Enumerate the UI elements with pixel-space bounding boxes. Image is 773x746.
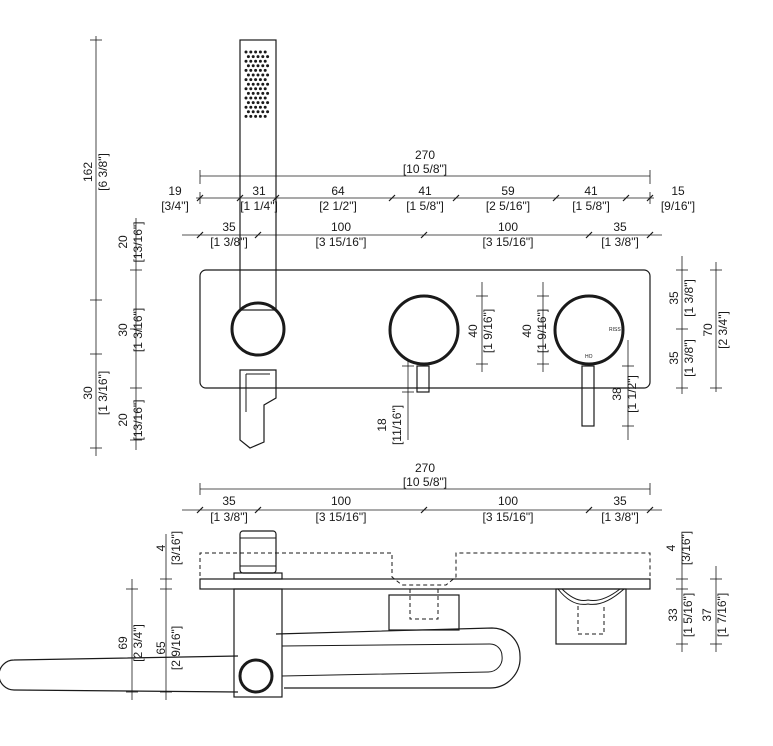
seg-7-inch: [9/16"] xyxy=(661,199,695,213)
bottom-spacing-3-inch: [3 15/16"] xyxy=(483,510,534,524)
left-stack-2-inch: [1 3/16"] xyxy=(131,308,145,352)
holder-cylinder xyxy=(239,530,277,574)
bottom-spacing-2-inch: [3 15/16"] xyxy=(316,510,367,524)
spacing-2-mm: 100 xyxy=(331,220,351,234)
left-stack-1-inch: [13/16"] xyxy=(131,222,145,263)
knob-mark-hot: RISS xyxy=(609,327,621,333)
top-overall-inch: [10 5/8"] xyxy=(403,162,447,176)
depth-33-mm: 33 xyxy=(666,608,680,622)
plate-right-mm: 4 xyxy=(664,544,678,551)
height-162-inch: [6 3/8"] xyxy=(96,153,110,191)
connector-knob xyxy=(238,658,274,694)
depth-33-inch: [1 5/16"] xyxy=(681,593,695,637)
spacing-2-inch: [3 15/16"] xyxy=(316,235,367,249)
hose-loop xyxy=(275,627,521,689)
spacing-1-inch: [1 3/8"] xyxy=(210,235,248,249)
front-elevation: RISS HO xyxy=(199,39,651,449)
seg-5-inch: [2 5/16"] xyxy=(486,199,530,213)
right-total-inch: [2 3/4"] xyxy=(716,311,730,349)
seg-1-mm: 19 xyxy=(168,184,182,198)
right-half-2-inch: [1 3/8"] xyxy=(682,339,696,377)
spacing-4-mm: 35 xyxy=(613,220,627,234)
spacing-3-inch: [3 15/16"] xyxy=(483,235,534,249)
lever-drop-mm: 18 xyxy=(375,418,389,432)
top-dimension-labels: 270 [10 5/8"] 19 [3/4"] 31 [1 1/4"] 64 [… xyxy=(81,148,730,445)
left-stack-4-mm: 20 xyxy=(116,413,130,427)
thermostat-knob xyxy=(553,294,625,366)
faceplate xyxy=(199,269,651,389)
bottom-spacing-4-inch: [1 3/8"] xyxy=(601,510,639,524)
bottom-overall-mm: 270 xyxy=(415,461,435,475)
left-stack-3-inch: [1 3/16"] xyxy=(96,371,110,415)
bottom-spacing-2-mm: 100 xyxy=(331,494,351,508)
bottom-spacing-3-mm: 100 xyxy=(498,494,518,508)
spacing-4-inch: [1 3/8"] xyxy=(601,235,639,249)
left-stack-2-mm: 30 xyxy=(116,323,130,337)
plate-right-inch: [3/16"] xyxy=(679,531,693,565)
depth-37-inch: [1 7/16"] xyxy=(715,593,729,637)
thermostat-body xyxy=(555,588,627,645)
seg-2-mm: 31 xyxy=(252,184,266,198)
left-stack-4-inch: [13/16"] xyxy=(131,400,145,441)
hand-shower-spray-holes xyxy=(244,50,270,118)
left-stack-3-mm: 30 xyxy=(81,386,95,400)
diverter-knob xyxy=(388,294,460,366)
spacing-3-mm: 100 xyxy=(498,220,518,234)
knob-dia-middle-inch: [1 9/16"] xyxy=(481,309,495,353)
plate-left-inch: [3/16"] xyxy=(169,531,183,565)
bottom-dimension-labels: 270 [10 5/8"] 35 [1 3/8"] 100 [3 15/16"]… xyxy=(116,461,729,670)
spout-69-mm: 69 xyxy=(116,636,130,650)
seg-1-inch: [3/4"] xyxy=(161,199,189,213)
seg-4-mm: 41 xyxy=(418,184,432,198)
right-total-mm: 70 xyxy=(701,323,715,337)
knob-dia-right-mm: 40 xyxy=(520,324,534,338)
seg-2-inch: [1 1/4"] xyxy=(240,199,278,213)
hand-shower-wand xyxy=(239,39,277,311)
diverter-body xyxy=(388,594,460,631)
hose-outlet-inner xyxy=(245,373,270,412)
concealed-box-outline xyxy=(199,552,651,586)
thermostat-cup xyxy=(557,588,625,605)
spacing-1-mm: 35 xyxy=(222,220,236,234)
left-stack-1-mm: 20 xyxy=(116,235,130,249)
top-plan-view xyxy=(0,530,651,698)
seg-3-mm: 64 xyxy=(331,184,345,198)
seg-7-mm: 15 xyxy=(671,184,685,198)
seg-6-mm: 41 xyxy=(584,184,598,198)
bottom-dimension-lines xyxy=(126,483,722,700)
top-dimension-lines xyxy=(90,36,722,456)
faceplate-side xyxy=(199,578,651,590)
bottom-overall-inch: [10 5/8"] xyxy=(403,475,447,489)
top-overall-mm: 270 xyxy=(415,148,435,162)
spout-65-inch: [2 9/16"] xyxy=(169,626,183,670)
holder-knob xyxy=(230,301,286,357)
knob-dia-middle-mm: 40 xyxy=(466,324,480,338)
hose-outlet xyxy=(239,369,277,449)
thermostat-lever xyxy=(581,365,595,427)
right-half-2-mm: 35 xyxy=(667,351,681,365)
knob-dia-right-inch: [1 9/16"] xyxy=(535,309,549,353)
spout-65-mm: 65 xyxy=(154,641,168,655)
seg-4-inch: [1 5/8"] xyxy=(406,199,444,213)
right-half-1-inch: [1 3/8"] xyxy=(682,279,696,317)
diverter-lever xyxy=(416,365,430,393)
knob-mark-cold: HO xyxy=(585,354,593,360)
seg-3-inch: [2 1/2"] xyxy=(319,199,357,213)
right-half-1-mm: 35 xyxy=(667,291,681,305)
lever-drop-right-mm: 38 xyxy=(610,387,624,401)
lever-drop-inch: [11/16"] xyxy=(390,405,404,445)
seg-5-mm: 59 xyxy=(501,184,515,198)
bottom-spacing-1-inch: [1 3/8"] xyxy=(210,510,248,524)
bottom-spacing-4-mm: 35 xyxy=(613,494,627,508)
spout-69-inch: [2 3/4"] xyxy=(131,624,145,662)
height-162-mm: 162 xyxy=(81,162,95,182)
bottom-spacing-1-mm: 35 xyxy=(222,494,236,508)
hand-shower-side xyxy=(0,655,239,693)
lever-drop-right-inch: [1 1/2"] xyxy=(625,375,639,413)
plate-left-mm: 4 xyxy=(154,544,168,551)
depth-37-mm: 37 xyxy=(700,608,714,622)
seg-6-inch: [1 5/8"] xyxy=(572,199,610,213)
